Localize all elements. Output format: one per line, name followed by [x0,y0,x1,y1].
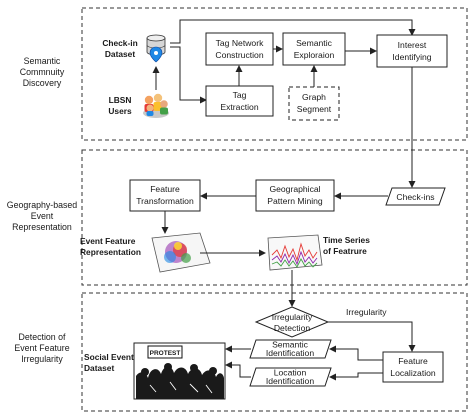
svg-text:Check-in: Check-in [102,38,137,48]
svg-text:Representation: Representation [12,222,72,232]
arrow-detection-to-localization [328,321,416,352]
svg-text:Semantic: Semantic [296,38,333,48]
svg-text:Identifying: Identifying [392,52,431,62]
geo-pattern-mining-node: Geographical Pattern Mining [255,179,335,212]
svg-text:Event Feature: Event Feature [80,236,136,246]
svg-text:Semantic: Semantic [272,340,309,350]
svg-text:Identification: Identification [266,376,314,386]
svg-text:Irregularity: Irregularity [21,354,63,364]
irregularity-label: Irregularity [346,307,387,317]
svg-text:Commnuity: Commnuity [20,67,65,77]
svg-text:LBSN: LBSN [109,95,132,105]
svg-text:Graph: Graph [302,92,326,102]
svg-text:Detection of: Detection of [19,332,66,342]
section-detection-frame [81,292,468,412]
event-feature-representation-label: Event Feature Representation [80,236,141,257]
svg-text:Tag: Tag [233,90,247,100]
tag-extraction-node: Tag Extraction [205,85,274,117]
svg-text:of Featrure: of Featrure [323,246,367,256]
protest-sign-text: PROTEST [150,350,181,357]
svg-text:Event Feature: Event Feature [14,343,69,353]
map-pin-icon [149,46,163,63]
svg-text:Users: Users [108,106,132,116]
irregularity-detection-node: Irregularity Detection [254,306,330,338]
svg-text:Time Series: Time Series [323,235,370,245]
lbsn-users-label: LBSN Users [108,95,132,116]
checkins-node: Check-ins [385,187,446,206]
interest-identifying-node: Interest Identifying [376,34,448,68]
section-geography-frame [81,149,468,286]
svg-text:Social Event: Social Event [84,352,134,362]
section-detection-label: Detection of Event Feature Irregularity [14,332,69,364]
svg-text:Transformation: Transformation [136,196,194,206]
arrow-dataset-to-tag-extraction [170,46,207,104]
arrow-dataset-to-interest [170,19,416,44]
time-series-label: Time Series of Featrure [323,235,370,256]
svg-text:Localization: Localization [390,368,436,378]
feature-transformation-node: Feature Transformation [129,179,201,212]
svg-text:Representation: Representation [80,247,141,257]
svg-text:Semantic: Semantic [24,56,61,66]
svg-text:Extraction: Extraction [220,102,258,112]
svg-text:Irregularity: Irregularity [346,307,387,317]
svg-text:Feature: Feature [150,184,180,194]
checkin-dataset-label: Check-in Dataset [102,38,137,59]
tag-network-construction-node: Tag Network Construction [205,32,274,66]
svg-text:Identification: Identification [266,348,314,358]
svg-text:Dataset: Dataset [84,363,114,373]
social-event-dataset-label: Social Event Dataset [84,352,134,373]
svg-text:Feature: Feature [398,356,428,366]
arrow-localization-to-location [329,372,383,381]
section-community-frame [81,7,468,141]
svg-text:Pattern Mining: Pattern Mining [267,196,323,206]
graph-segment-node: Graph Segment [288,86,340,121]
semantic-exploration-node: Semantic Exploraion [282,32,346,66]
svg-text:Exploraion: Exploraion [294,50,335,60]
section-community-label: Semantic Commnuity Discovery [20,56,65,88]
svg-text:Detection: Detection [274,323,311,333]
users-icon [143,93,169,118]
svg-text:Check-ins: Check-ins [396,192,434,202]
svg-text:Event: Event [31,211,54,221]
svg-text:Discovery: Discovery [23,78,62,88]
semantic-identification-node: Semantic Identification [249,339,332,359]
svg-text:Segment: Segment [297,104,332,114]
arrow-location-to-dataset [225,361,251,378]
heatmap-icon [151,232,211,273]
feature-localization-node: Feature Localization [382,351,444,383]
svg-text:Tag Network: Tag Network [216,38,264,48]
svg-text:Geography-based: Geography-based [7,200,78,210]
svg-text:Dataset: Dataset [105,49,135,59]
arrow-localization-to-semantic [329,345,383,361]
location-identification-node: Location Identification [249,367,332,387]
timeseries-icon [267,234,323,271]
svg-text:Interest: Interest [398,40,427,50]
svg-text:Irregularity: Irregularity [272,312,313,322]
svg-text:Geographical: Geographical [269,184,320,194]
svg-text:Location: Location [274,368,307,378]
protest-photo-icon: PROTEST [133,342,226,400]
svg-text:Construction: Construction [215,50,263,60]
section-geography-label: Geography-based Event Representation [7,200,78,232]
